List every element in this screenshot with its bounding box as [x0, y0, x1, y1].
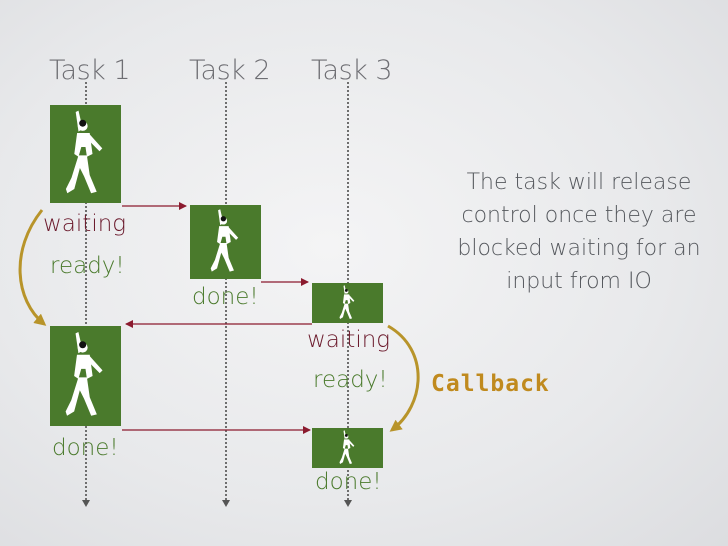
task-3-waiting-label: waiting	[307, 327, 391, 353]
task-2-done-label: done!	[192, 284, 259, 310]
dancer-icon	[65, 110, 103, 194]
explanation-note: The task will release control once they …	[457, 170, 701, 294]
dancer-icon	[65, 331, 103, 416]
task-1-lifeline	[85, 82, 87, 500]
task-2-image	[190, 205, 261, 279]
task-3-ready-label: ready!	[313, 367, 388, 393]
task-2-lifeline-arrowhead	[222, 500, 230, 507]
task-3-image-2	[312, 428, 383, 468]
task-1-lifeline-arrowhead	[82, 500, 90, 507]
dancer-icon	[339, 430, 355, 464]
dancer-icon	[210, 209, 239, 272]
task-3-done-label: done!	[315, 469, 382, 495]
callback-curve-arrow	[387, 324, 420, 432]
task-3-image-1	[312, 283, 383, 323]
task-1-ready-label: ready!	[50, 253, 125, 279]
task-1-label: Task 1	[49, 55, 131, 86]
callback-label: Callback	[431, 371, 550, 397]
dancer-icon	[339, 285, 355, 319]
task-1-waiting-label: waiting	[43, 211, 127, 237]
task-1-done-label: done!	[52, 435, 119, 461]
task-2-label: Task 2	[189, 55, 271, 86]
task-3-label: Task 3	[311, 55, 393, 86]
task-2-lifeline	[225, 82, 227, 500]
task-1-image-1	[50, 105, 121, 203]
task-1-ready-curve-arrow	[18, 209, 47, 326]
task-1-image-2	[50, 326, 121, 426]
task-3-lifeline-arrowhead	[344, 500, 352, 507]
